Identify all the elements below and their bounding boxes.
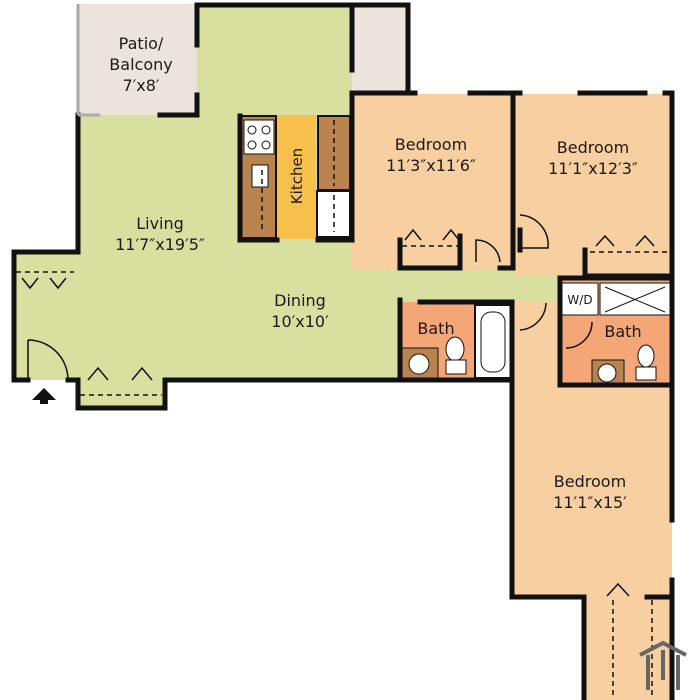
bedroom1-name: Bedroom [394,135,468,154]
bedroom1-floor [352,94,513,270]
bedroom2-floor [513,94,672,276]
patio-floor-2 [352,4,408,92]
patio-name: Patio/ [118,34,164,53]
patio-walls [76,4,100,117]
bath2-label: Bath [604,322,642,341]
washer-dryer-label: W/D [567,293,593,307]
entry-arrow-icon [32,388,56,404]
bedroom1-label: Bedroom 11′3″x11′6″ [386,134,476,176]
bedroom2-label: Bedroom 11′1″x12′3″ [548,137,638,179]
washer-dryer [561,282,599,316]
house-logo-icon [639,640,687,690]
living-size: 11′7″x19′5″ [115,235,205,254]
bedroom3-label: Bedroom 11′1″x15′ [553,471,627,513]
hall-floor [512,302,560,392]
bedroom3-name: Bedroom [553,472,627,491]
dining-label: Dining 10′x10′ [271,290,328,332]
stove [243,119,275,155]
bedroom1-size: 11′3″x11′6″ [386,156,476,175]
bedroom3-size: 11′1″x15′ [553,493,627,512]
patio-size: 7′x8′ [122,76,160,95]
bath1-label: Bath [417,319,455,338]
walls [11,2,675,700]
living-label: Living 11′7″x19′5″ [115,213,205,255]
bedroom2-name: Bedroom [556,138,630,157]
bedroom3-floor [512,386,672,598]
dining-name: Dining [274,291,326,310]
living-name: Living [136,214,184,233]
patio-name2: Balcony [109,55,173,74]
kitchen-label: Kitchen [288,147,306,205]
swing-doors [27,214,593,381]
closet3-floor [584,596,672,700]
bedroom2-size: 11′1″x12′3″ [548,159,638,178]
dining-size: 10′x10′ [271,312,329,331]
patio-label: Patio/Balcony 7′x8′ [109,33,172,96]
kitchen [240,115,351,239]
kitchen-aisle [277,115,316,239]
patio-floor [78,4,197,115]
sink [251,164,269,188]
bifold-doors [21,228,655,597]
